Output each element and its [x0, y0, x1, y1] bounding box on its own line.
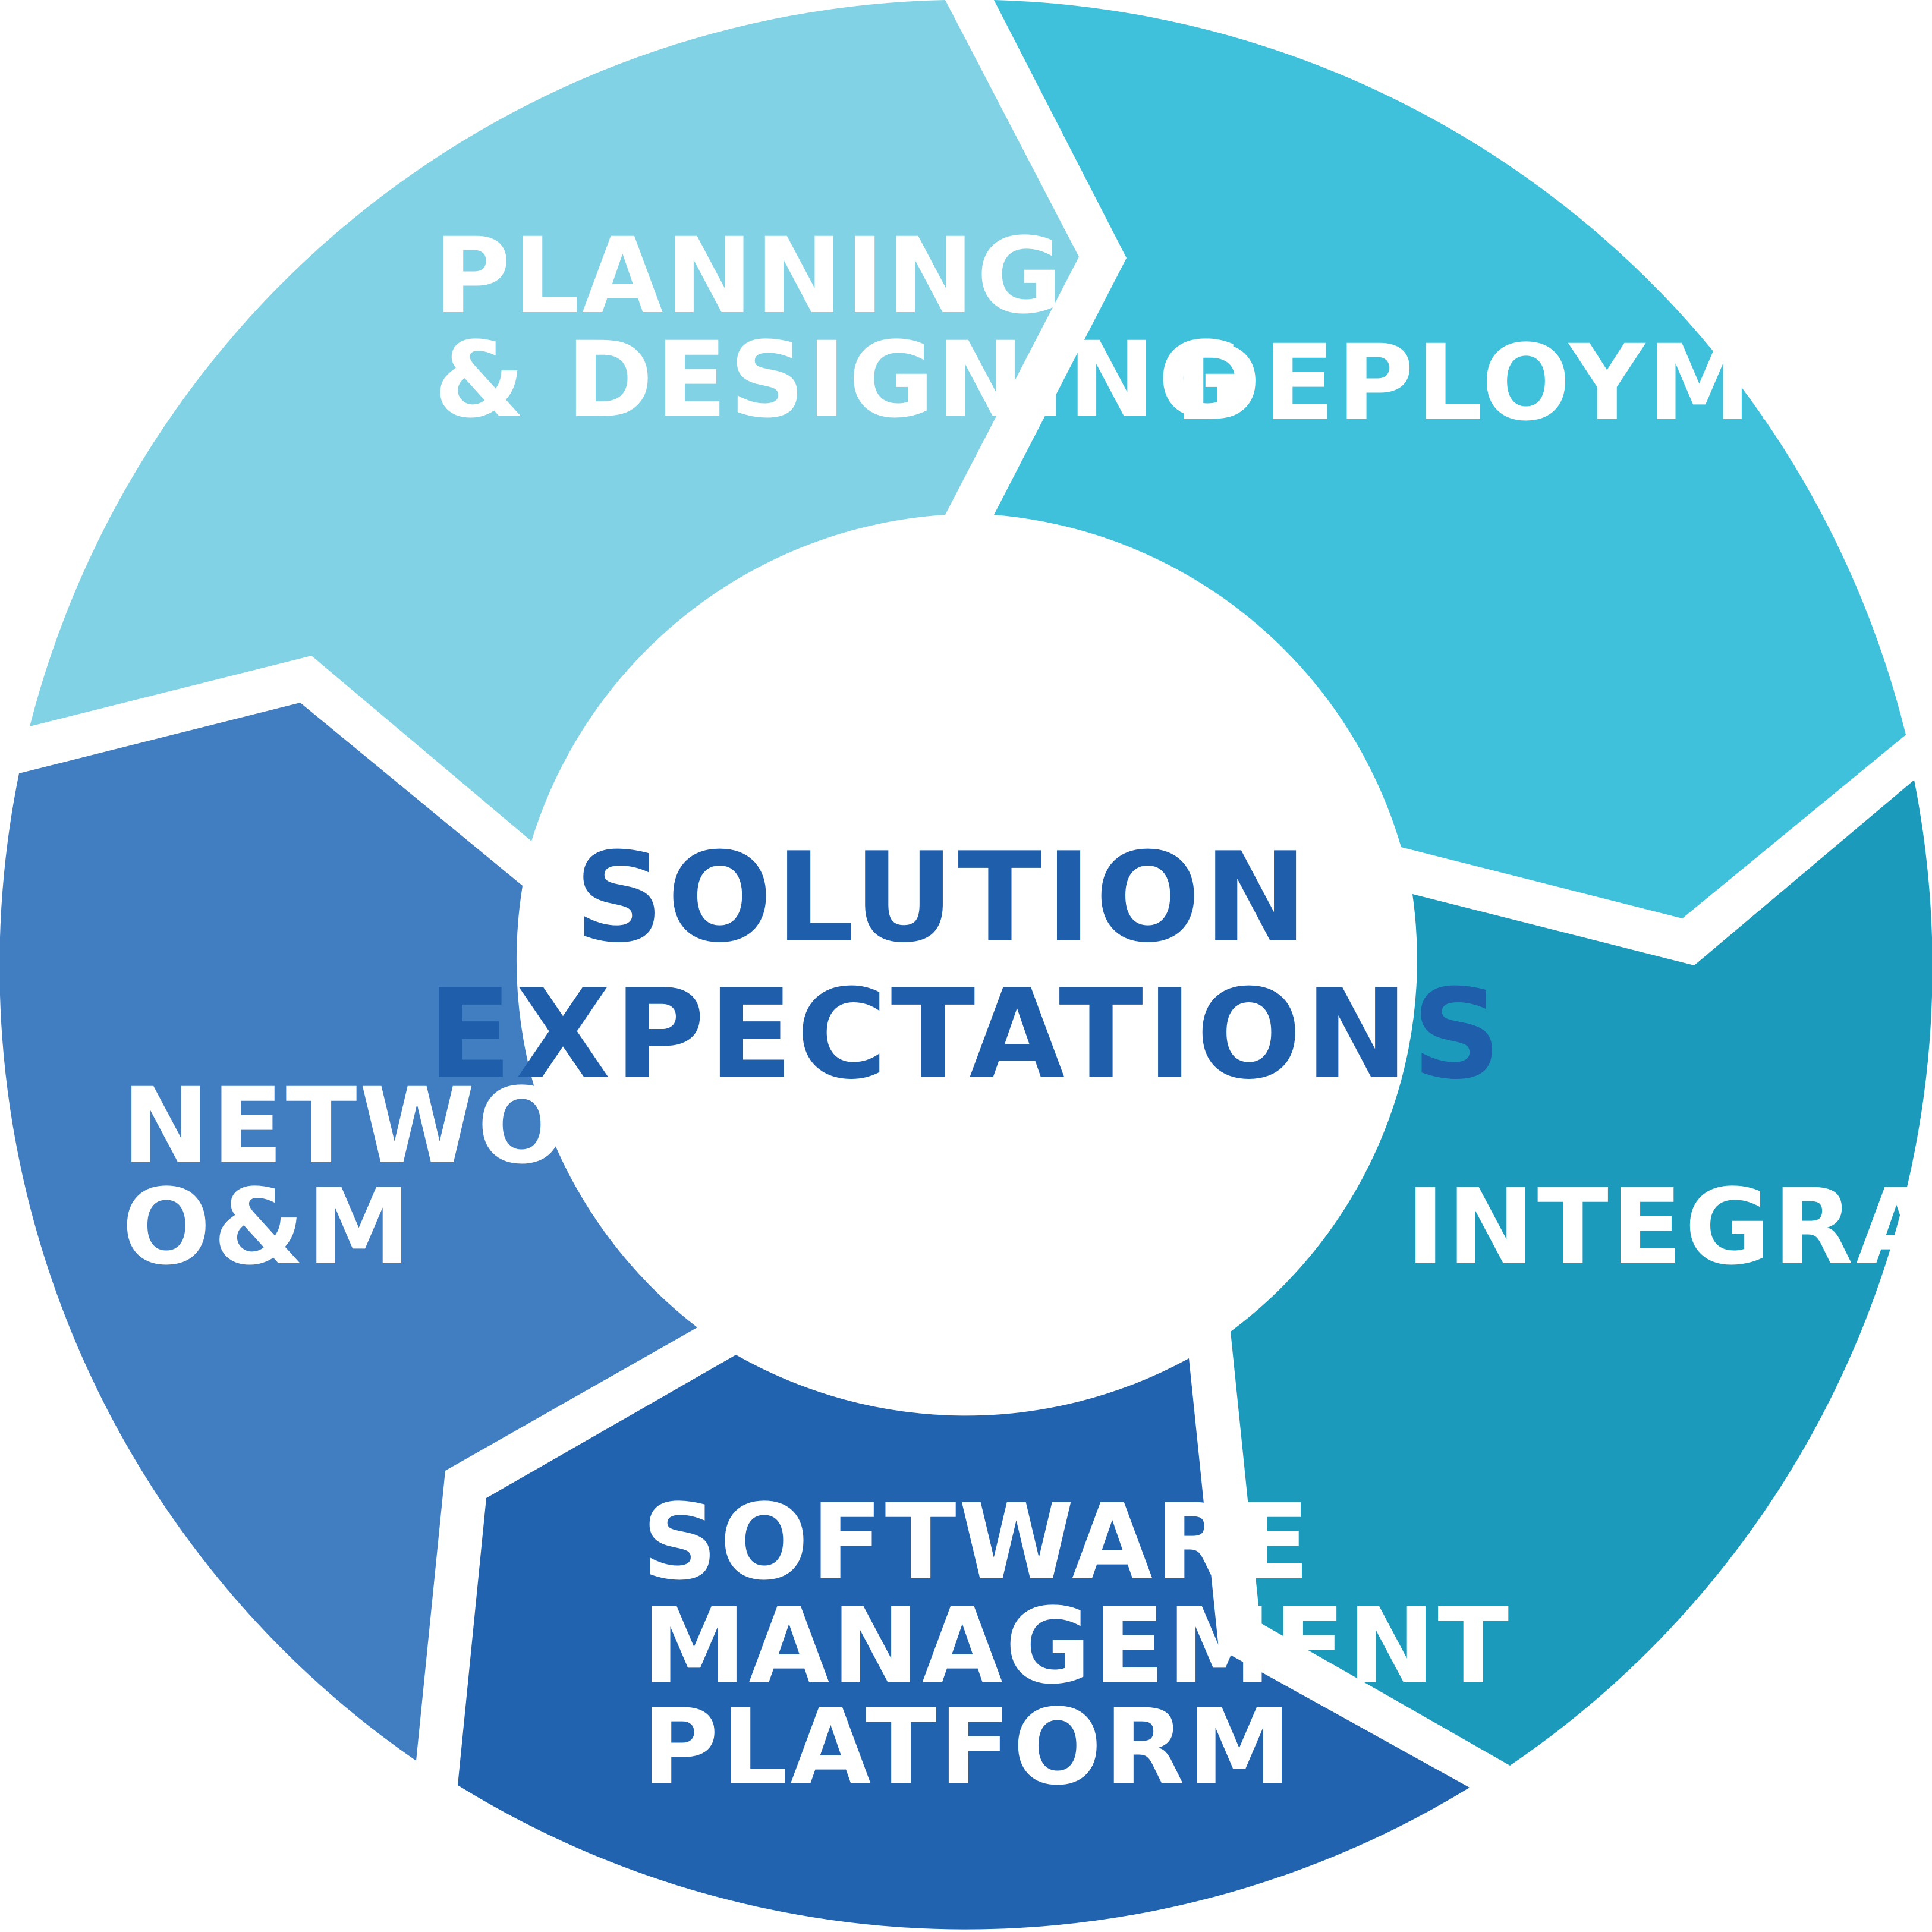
- segment-label-network: NETWORK O&M: [122, 1065, 774, 1288]
- deployment-line-1: DEPLOYMENT: [1174, 322, 1932, 444]
- segment-deployment: [994, 0, 1906, 918]
- segment-network-om: [0, 703, 697, 1761]
- segment-integration: [1231, 780, 1932, 1766]
- integration-line-1: INTEGRATION: [1406, 1166, 1932, 1288]
- software-line-3: PLATFORM: [642, 1686, 1294, 1808]
- software-line-1: SOFTWARE: [642, 1481, 1312, 1603]
- segment-planning-designing: [30, 0, 1079, 841]
- center-title-line-2: EXPECTATIONS: [427, 963, 1505, 1107]
- center-title-line-1: SOLUTION: [574, 826, 1311, 970]
- segment-label-deployment: DEPLOYMENT: [1174, 322, 1932, 444]
- network-line-2: O&M: [122, 1166, 413, 1288]
- planning-line-1: PLANNING: [434, 215, 1065, 337]
- network-line-1: NETWORK: [122, 1065, 736, 1187]
- segment-software-management-platform: [458, 1355, 1470, 1930]
- segment-label-planning: PLANNING & DESIGNING: [434, 215, 1246, 441]
- segment-label-integration: INTEGRATION: [1406, 1166, 1932, 1288]
- planning-line-2: & DESIGNING: [434, 319, 1246, 441]
- segment-label-software: SOFTWARE MANAGEMENT PLATFORM: [642, 1481, 1550, 1808]
- software-line-2: MANAGEMENT: [642, 1585, 1511, 1707]
- center-title: SOLUTION EXPECTATIONS: [427, 826, 1505, 1107]
